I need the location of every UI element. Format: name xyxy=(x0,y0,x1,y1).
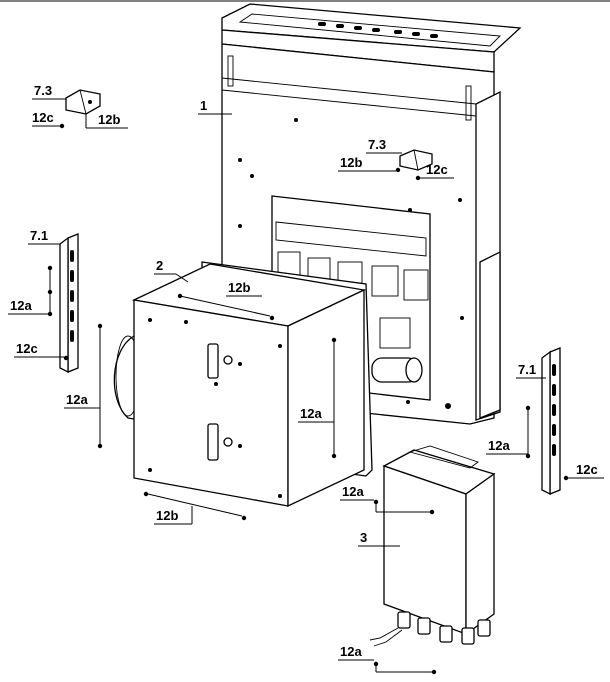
housing-rivets xyxy=(238,118,464,409)
fan-box-part-2 xyxy=(113,261,373,508)
label-screw-12b-top-left: 12b xyxy=(98,112,120,127)
electronics-unit-part-3 xyxy=(369,445,496,647)
angle-bracket-top-mid xyxy=(399,149,433,171)
label-screw-12c-mid: 12c xyxy=(426,162,448,177)
mounting-rail-left xyxy=(59,233,79,374)
label-rail-right: 7.1 xyxy=(518,362,536,377)
label-screw-12b-mid: 12b xyxy=(340,155,362,170)
label-screw-12b-box-bottom: 12b xyxy=(156,508,178,523)
label-screw-12a-rail-right: 12a xyxy=(488,438,510,453)
label-bracket-top-mid: 7.3 xyxy=(368,137,386,152)
label-screw-12a-box-right: 12a xyxy=(300,406,322,421)
mounting-rail-right xyxy=(541,347,561,496)
label-screw-12c-top-left: 12c xyxy=(32,110,54,125)
control-buttons xyxy=(318,22,438,38)
leader-lines xyxy=(8,98,604,673)
label-part-1: 1 xyxy=(200,98,207,113)
label-screw-12b-box-top: 12b xyxy=(228,280,250,295)
label-part-3: 3 xyxy=(360,530,367,545)
label-screw-12a-box-left: 12a xyxy=(66,392,88,407)
label-screw-12a-unit3-top: 12a xyxy=(342,484,364,499)
label-bracket-top-left: 7.3 xyxy=(34,83,52,98)
motor-assembly xyxy=(371,317,423,383)
label-screw-12a-rail-left: 12a xyxy=(10,298,32,313)
label-rail-left: 7.1 xyxy=(30,228,48,243)
box-connectors xyxy=(207,343,242,461)
label-screw-12c-rail-right: 12c xyxy=(576,462,598,477)
label-part-2: 2 xyxy=(156,258,163,273)
cable-glands xyxy=(397,611,491,645)
label-screw-12a-unit3-bottom: 12a xyxy=(340,644,362,659)
label-screw-12c-rail-left: 12c xyxy=(16,341,38,356)
angle-bracket-top-left xyxy=(65,89,101,115)
callout-labels: 1 2 3 7.3 7.3 7.1 7.1 12c 12b 12b 12c 12… xyxy=(10,83,598,659)
